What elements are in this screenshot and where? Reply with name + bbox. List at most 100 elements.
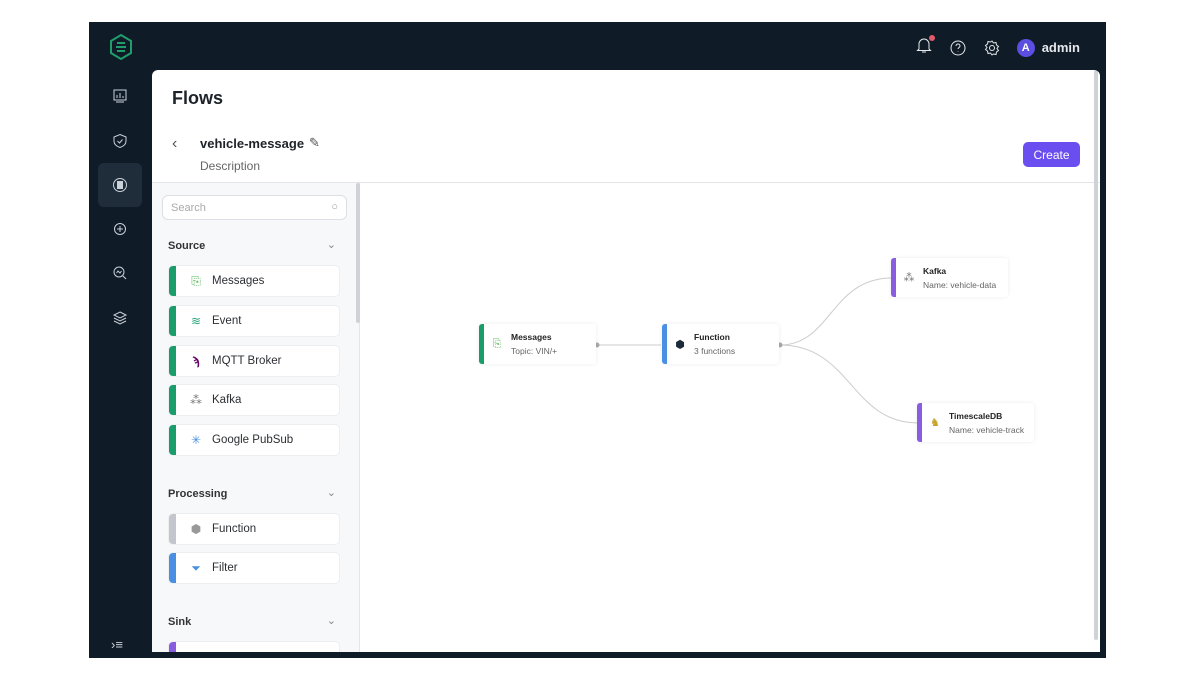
category-label: Sink bbox=[168, 616, 192, 628]
kafka-icon: ⁂ bbox=[190, 393, 202, 407]
node-title: Messages bbox=[511, 332, 552, 342]
palette-item-mqtt-broker[interactable]: ϡ MQTT Broker bbox=[168, 345, 340, 377]
color-bar bbox=[169, 266, 176, 296]
edit-pencil-icon[interactable]: ✎ bbox=[309, 135, 320, 150]
node-title: Function bbox=[694, 332, 730, 342]
main-panel: Flows ‹ vehicle-message ✎ Description Cr… bbox=[152, 70, 1100, 652]
category-source[interactable]: Source ⌄ bbox=[168, 239, 336, 252]
palette-item-sink-partial[interactable] bbox=[168, 641, 340, 652]
category-processing[interactable]: Processing ⌄ bbox=[168, 487, 336, 500]
mqtt-icon: ϡ bbox=[192, 354, 200, 368]
category-label: Processing bbox=[168, 488, 228, 500]
palette-scrollbar[interactable] bbox=[356, 183, 360, 323]
rules-icon bbox=[114, 223, 126, 235]
color-bar bbox=[479, 324, 484, 364]
dashboard-icon bbox=[113, 89, 127, 103]
edge-function-kafka bbox=[779, 277, 893, 346]
sidebar-item-dashboard[interactable] bbox=[98, 74, 142, 118]
item-label: Google PubSub bbox=[212, 434, 294, 446]
color-bar bbox=[169, 553, 176, 583]
back-chevron-icon[interactable]: ‹ bbox=[172, 135, 178, 152]
node-timescaledb[interactable]: ♞ TimescaleDB Name: vehicle-track bbox=[917, 403, 1034, 442]
help-icon[interactable] bbox=[949, 39, 967, 57]
node-palette: Search ○ Source ⌄ ⎘ Messages ≋ Event ϡ MQTT B… bbox=[152, 183, 360, 652]
edge-function-timescaledb bbox=[779, 344, 919, 424]
canvas-scrollbar[interactable] bbox=[1094, 70, 1098, 640]
item-label: Filter bbox=[212, 562, 238, 574]
category-sink[interactable]: Sink ⌄ bbox=[168, 615, 336, 628]
sidebar-item-monitor[interactable] bbox=[98, 251, 142, 295]
palette-item-google-pubsub[interactable]: ✳ Google PubSub bbox=[168, 424, 340, 456]
sidebar-item-layers[interactable] bbox=[98, 296, 142, 340]
node-subtitle: Name: vehicle-data bbox=[923, 279, 997, 290]
sidebar-item-security[interactable] bbox=[98, 119, 142, 163]
node-subtitle: 3 functions bbox=[694, 346, 736, 356]
function-icon: ⬢ bbox=[675, 338, 685, 351]
function-icon: ⬢ bbox=[190, 522, 202, 536]
kafka-icon: ⁂ bbox=[903, 272, 915, 284]
color-bar bbox=[169, 514, 176, 544]
avatar: A bbox=[1016, 38, 1035, 57]
color-bar bbox=[169, 346, 176, 376]
color-bar bbox=[891, 258, 896, 297]
item-label: Event bbox=[212, 315, 242, 327]
page-title: Flows bbox=[172, 88, 224, 108]
node-subtitle: Name: vehicle-track bbox=[949, 424, 1025, 435]
color-bar bbox=[169, 642, 176, 652]
node-function[interactable]: ⬢ Function 3 functions bbox=[662, 324, 779, 364]
category-label: Source bbox=[168, 240, 206, 252]
palette-item-messages[interactable]: ⎘ Messages bbox=[168, 265, 340, 297]
timescaledb-icon: ♞ bbox=[930, 417, 940, 429]
messages-icon: ⎘ bbox=[191, 273, 201, 288]
node-title: Kafka bbox=[923, 265, 947, 276]
flow-description[interactable]: Description bbox=[200, 159, 261, 173]
username: admin bbox=[1041, 40, 1080, 55]
search-input[interactable]: Search ○ bbox=[162, 195, 347, 220]
create-button[interactable]: Create bbox=[1023, 142, 1080, 167]
bell-icon bbox=[915, 38, 932, 53]
chevron-down-icon[interactable]: ⌄ bbox=[326, 615, 336, 627]
palette-item-filter[interactable]: ⏷ Filter bbox=[168, 552, 340, 584]
color-bar bbox=[662, 324, 667, 364]
item-label: MQTT Broker bbox=[212, 355, 282, 367]
messages-icon: ⎘ bbox=[492, 337, 502, 350]
chevron-down-icon[interactable]: ⌄ bbox=[326, 239, 336, 251]
pubsub-icon: ✳ bbox=[190, 433, 202, 447]
sidebar-item-flows[interactable] bbox=[98, 163, 142, 207]
gear-icon[interactable] bbox=[983, 39, 1001, 57]
chevron-down-icon[interactable]: ⌄ bbox=[326, 487, 336, 499]
notification-dot bbox=[928, 35, 935, 41]
color-bar bbox=[169, 425, 176, 455]
item-label: Messages bbox=[212, 275, 265, 287]
color-bar bbox=[917, 403, 922, 442]
filter-icon: ⏷ bbox=[191, 560, 201, 575]
search-placeholder: Search bbox=[171, 202, 206, 214]
logo-icon[interactable] bbox=[109, 34, 133, 60]
palette-item-kafka[interactable]: ⁂ Kafka bbox=[168, 384, 340, 416]
node-subtitle: Topic: VIN/+ bbox=[511, 346, 558, 356]
collapse-sidebar-icon[interactable]: ›≡ bbox=[111, 637, 123, 652]
palette-item-event[interactable]: ≋ Event bbox=[168, 305, 340, 337]
flow-name: vehicle-message bbox=[200, 136, 305, 151]
shield-icon bbox=[113, 133, 127, 149]
node-title: TimescaleDB bbox=[949, 410, 1003, 421]
layers-icon bbox=[112, 311, 128, 325]
divider bbox=[152, 182, 1100, 183]
flows-icon bbox=[113, 178, 127, 192]
search-icon: ○ bbox=[331, 201, 338, 213]
color-bar bbox=[169, 306, 176, 336]
event-icon: ≋ bbox=[190, 314, 202, 328]
palette-item-function[interactable]: ⬢ Function bbox=[168, 513, 340, 545]
item-label: Function bbox=[212, 523, 257, 535]
monitor-icon bbox=[113, 266, 127, 280]
notification-button[interactable] bbox=[915, 35, 935, 59]
item-label: Kafka bbox=[212, 394, 242, 406]
color-bar bbox=[169, 385, 176, 415]
sidebar-item-rules[interactable] bbox=[98, 207, 142, 251]
